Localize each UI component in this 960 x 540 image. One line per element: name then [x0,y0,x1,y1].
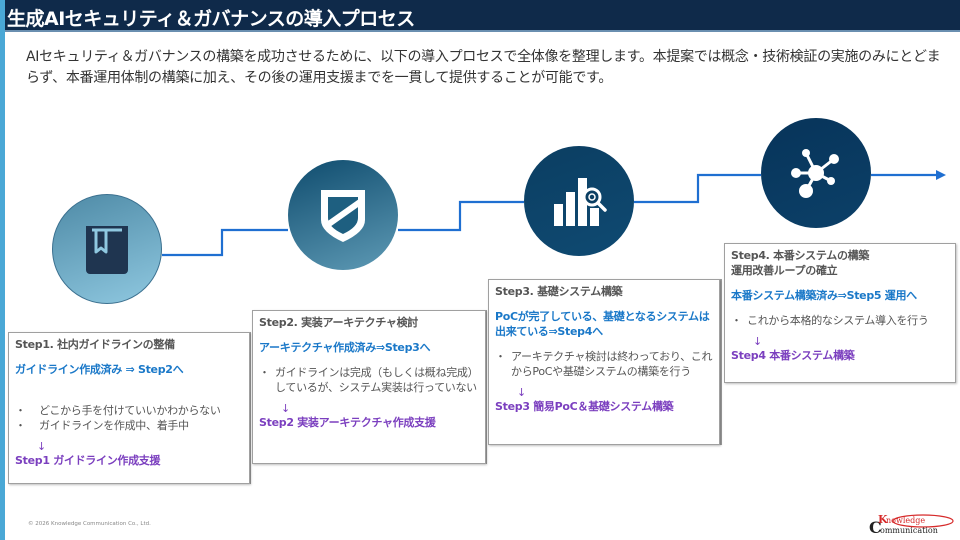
bullet-item: ・どこから手を付けていいかわからない [15,404,221,417]
bullet-item: ・ガイドラインを作成中、着手中 [15,419,189,432]
arrow-down-icon: ↓ [281,402,290,415]
step4-title-line2: 運用改善ループの確立 [731,264,838,277]
svg-text:ommunication: ommunication [880,526,938,535]
step4-service: Step4 本番システム構築 [731,349,855,362]
bullet-item: ・アーキテクチャ検討は終わっており、これからPoCや基礎システムの構築を行う [495,350,713,378]
step1-box: Step1. 社内ガイドラインの整備 ガイドライン作成済み ⇒ Step2へ ・… [8,332,250,484]
step3-box: Step3. 基礎システム構築 PoCが完了している、基礎となるシステムは出来て… [488,279,720,445]
network-hub-icon [791,149,839,198]
step-connector-line [398,200,524,232]
svg-text:C: C [869,518,882,537]
company-logo: C K nowledge ommunication [869,513,954,537]
book-icon [86,226,128,274]
arrow-down-icon: ↓ [37,440,46,453]
step1-goal: ガイドライン作成済み ⇒ Step2へ [15,363,184,376]
svg-text:nowledge: nowledge [886,516,925,525]
step3-circle [524,146,634,256]
step2-title: Step2. 実装アーキテクチャ検討 [259,316,419,329]
copyright-text: © 2026 Knowledge Communication Co., Ltd. [28,521,151,527]
box-divider-line [720,279,722,445]
bullet-item: ・これから本格的なシステム導入を行う [731,314,929,327]
step1-circle [52,194,162,304]
chart-search-icon [554,178,607,226]
step2-service: Step2 実装アーキテクチャ作成支援 [259,416,436,429]
step3-goal: PoCが完了している、基礎となるシステムは出来ている⇒Step4へ [495,310,710,338]
step3-title: Step3. 基礎システム構築 [495,285,623,298]
step3-service: Step3 簡易PoC＆基礎システム構築 [495,400,674,413]
svg-text:K: K [878,513,888,526]
step2-bullets: ・ガイドラインは完成（もしくは概ね完成）しているが、システム実装は行っていない [259,365,479,395]
title-bar: 生成AIセキュリティ＆ガバナンスの導入プロセス [5,0,960,32]
bullet-item: ・ガイドラインは完成（もしくは概ね完成）しているが、システム実装は行っていない [259,366,479,394]
step1-service: Step1 ガイドライン作成支援 [15,454,161,467]
intro-text: AIセキュリティ＆ガバナンスの構築を成功させるために、以下の導入プロセスで全体像… [26,49,941,86]
step-connector-line [162,228,288,257]
arrowhead-icon [936,170,946,180]
step3-bullets: ・アーキテクチャ検討は終わっており、これからPoCや基礎システムの構築を行う [495,349,713,379]
step4-title: Step4. 本番システムの構築 [731,249,870,262]
step2-goal: アーキテクチャ作成済み⇒Step3へ [259,341,431,354]
step1-bullets: ・どこから手を付けていいかわからない ・ガイドラインを作成中、着手中 [15,403,243,433]
step4-box: Step4. 本番システムの構築 運用改善ループの確立 本番システム構築済み⇒S… [724,243,956,383]
arrow-down-icon: ↓ [517,386,526,399]
left-accent-bar [0,0,5,540]
arrow-down-icon: ↓ [753,335,762,348]
step-connector-line [634,173,761,204]
step4-circle [761,118,871,228]
page-title: 生成AIセキュリティ＆ガバナンスの導入プロセス [7,8,415,30]
step2-circle [288,160,398,270]
step1-title: Step1. 社内ガイドラインの整備 [15,338,175,351]
step4-bullets: ・これから本格的なシステム導入を行う [731,313,949,328]
step4-goal: 本番システム構築済み⇒Step5 運用へ [731,289,917,302]
step2-box: Step2. 実装アーキテクチャ検討 アーキテクチャ作成済み⇒Step3へ ・ガ… [252,310,486,464]
shield-icon [321,190,365,242]
